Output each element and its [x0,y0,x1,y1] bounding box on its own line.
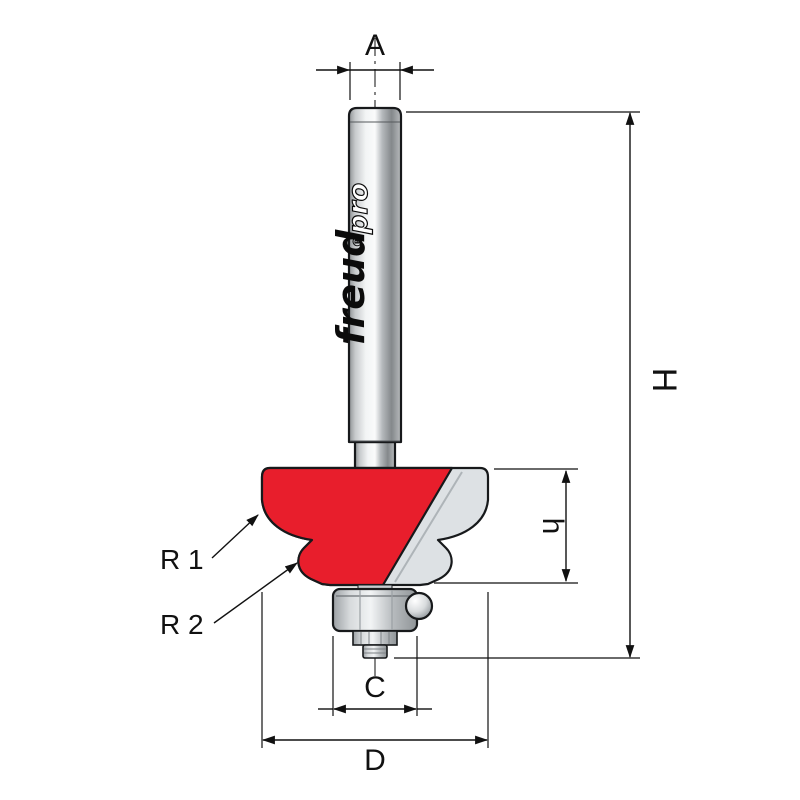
arbor-fasteners [352,630,398,659]
bearing [331,587,434,633]
dim-bearing-diameter: C [318,636,432,716]
dim-h-overall-label: H [645,368,683,393]
shank-neck [353,440,397,472]
shank-body [347,106,403,444]
bearing-race [331,587,419,633]
flute-highlight-line [394,471,463,583]
dim-r1-label: R 1 [160,544,204,575]
arbor-washer [352,630,398,646]
leader-line [211,514,259,559]
callout-radius-1: R 1 [160,514,259,575]
dim-c-label: C [364,671,386,704]
brand-name-text: freud [329,229,373,345]
cutter-head [260,466,490,591]
cutter-red-profile [260,466,454,587]
dim-a-label: A [365,29,385,62]
leader-line [213,562,298,624]
bearing-ball [404,591,434,621]
dim-shank-diameter: A [316,29,434,100]
brand-sub-text: pro [343,183,374,235]
arbor-screw [362,644,388,659]
dim-cutter-diameter: D [261,592,489,777]
dim-r2-label: R 2 [160,609,204,640]
brand-logo: freud ® pro [329,182,375,345]
brand-registered-mark: ® [351,235,366,248]
dim-cutter-height: h [434,468,578,584]
callout-radius-2: R 2 [160,562,298,640]
dim-h-cutter-label: h [536,518,569,535]
dim-overall-height: H [394,111,683,659]
dim-d-label: D [364,744,386,777]
